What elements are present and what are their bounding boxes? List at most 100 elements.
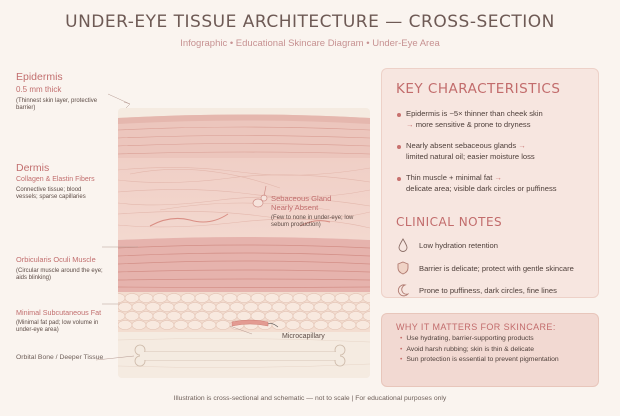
fat-cell bbox=[194, 293, 210, 303]
label-dermis: Dermis bbox=[16, 162, 50, 174]
fat-cell bbox=[334, 293, 350, 303]
fat-cell bbox=[180, 293, 196, 303]
fat-cell bbox=[271, 302, 287, 312]
why-item: Avoid harsh rubbing; skin is thin & deli… bbox=[400, 345, 559, 356]
fat-cell bbox=[348, 311, 364, 321]
fat-cell bbox=[118, 293, 126, 303]
fat-cell bbox=[355, 302, 370, 312]
key-item-detail: delicate area; visible dark circles or p… bbox=[406, 183, 557, 193]
fat-cell bbox=[313, 302, 329, 312]
key-characteristics-panel: KEY CHARACTERISTICS Epidermis is ~5× thi… bbox=[381, 68, 599, 298]
key-item: Nearly absent sebaceous glands →limited … bbox=[397, 141, 586, 162]
page-title: UNDER-EYE TISSUE ARCHITECTURE — CROSS-SE… bbox=[65, 12, 555, 32]
fat-cell bbox=[250, 293, 266, 303]
fat-cell bbox=[313, 320, 329, 330]
fat-cell bbox=[327, 302, 343, 312]
droplet-icon bbox=[398, 238, 408, 252]
fat-cell bbox=[152, 293, 168, 303]
fat-cell bbox=[271, 320, 287, 330]
label-fat: Minimal Subcutaneous Fat bbox=[16, 308, 102, 317]
key-item-text: Thin muscle + minimal fat bbox=[406, 173, 493, 182]
label-sebaceous-desc: (Few to none in under-eye; low sebum pro… bbox=[271, 215, 354, 229]
fat-cell bbox=[124, 311, 140, 321]
label-dermis-desc: Connective tissue; blood vessels; sparse… bbox=[16, 187, 86, 201]
fat-cell bbox=[201, 320, 217, 330]
fat-cell bbox=[159, 320, 175, 330]
label-muscle: Orbicularis Oculi Muscle bbox=[16, 255, 96, 264]
fat-cell bbox=[320, 293, 336, 303]
fat-cell bbox=[243, 302, 259, 312]
fat-cell bbox=[180, 311, 196, 321]
fat-cell bbox=[131, 302, 147, 312]
fat-cell bbox=[173, 320, 189, 330]
orbital-bone-icon bbox=[134, 344, 346, 367]
label-epidermis-desc: (Thinnest skin layer, protective barrier… bbox=[16, 98, 98, 112]
fat-cell bbox=[264, 293, 280, 303]
fat-cell bbox=[320, 311, 336, 321]
fat-cell bbox=[208, 311, 224, 321]
fat-cell bbox=[145, 302, 161, 312]
fat-cell bbox=[173, 302, 189, 312]
fat-cell bbox=[159, 302, 175, 312]
why-it-matters-panel: WHY IT MATTERS FOR SKINCARE: Use hydrati… bbox=[381, 313, 599, 387]
fat-cell bbox=[334, 311, 350, 321]
fat-cell bbox=[166, 293, 182, 303]
fat-cell bbox=[292, 293, 308, 303]
fat-cell bbox=[215, 302, 231, 312]
footer-note: Illustration is cross-sectional and sche… bbox=[173, 395, 447, 402]
fat-cell bbox=[327, 320, 343, 330]
fat-cell bbox=[187, 320, 203, 330]
fat-cell bbox=[341, 320, 357, 330]
label-microcapillary: Microcapillary bbox=[282, 333, 325, 340]
fat-cell bbox=[118, 311, 126, 321]
fat-cell bbox=[138, 293, 154, 303]
fat-cell bbox=[208, 293, 224, 303]
fat-cell bbox=[229, 302, 245, 312]
collagen-fibers bbox=[118, 167, 370, 229]
sebaceous-gland-icon bbox=[252, 185, 268, 208]
fat-cell bbox=[118, 320, 133, 330]
key-item-text: Nearly absent sebaceous glands bbox=[406, 141, 517, 150]
fat-cell bbox=[250, 311, 266, 321]
leader-lines bbox=[95, 93, 253, 361]
label-epidermis-thickness: 0.5 mm thick bbox=[16, 85, 62, 94]
key-item-text: Epidermis is ~5× thinner than cheek skin bbox=[406, 109, 543, 118]
label-fat-desc: (Minimal fat pad; low volume in under-ey… bbox=[16, 320, 99, 334]
fat-cell bbox=[306, 293, 322, 303]
fat-cell bbox=[278, 311, 294, 321]
fat-cell bbox=[306, 311, 322, 321]
fat-cell bbox=[292, 311, 308, 321]
fat-cell bbox=[194, 311, 210, 321]
fat-cell bbox=[131, 320, 147, 330]
fat-cell bbox=[362, 311, 370, 321]
clinical-note-text: Prone to puffiness, dark circles, fine l… bbox=[419, 286, 557, 295]
why-item: Sun protection is essential to prevent p… bbox=[400, 355, 558, 366]
fat-cell bbox=[278, 293, 294, 303]
fat-cell bbox=[355, 320, 370, 330]
epidermis-layer bbox=[118, 114, 370, 158]
page-subtitle: Infographic • Educational Skincare Diagr… bbox=[180, 38, 440, 49]
fat-cell bbox=[222, 293, 238, 303]
fat-cell bbox=[257, 302, 273, 312]
fat-cell bbox=[152, 311, 168, 321]
key-heading: KEY CHARACTERISTICS bbox=[396, 81, 561, 97]
clinical-note-text: Barrier is delicate; protect with gentle… bbox=[419, 264, 574, 273]
label-bone: Orbital Bone / Deeper Tissue bbox=[16, 354, 104, 361]
fat-cell bbox=[215, 320, 231, 330]
fat-cell bbox=[201, 302, 217, 312]
fat-cell bbox=[362, 293, 370, 303]
muscle-layer bbox=[118, 237, 370, 295]
moon-icon bbox=[397, 284, 409, 297]
fat-cell bbox=[138, 311, 154, 321]
label-sebaceous: Sebaceous Gland Nearly Absent bbox=[271, 194, 332, 213]
fat-cell bbox=[145, 320, 161, 330]
key-item: Thin muscle + minimal fat →delicate area… bbox=[397, 173, 586, 194]
shield-icon bbox=[397, 261, 409, 275]
microcapillary-vessel bbox=[231, 319, 279, 328]
key-item-detail: more sensitive & prone to dryness bbox=[415, 119, 531, 129]
fat-cell bbox=[264, 311, 280, 321]
fat-cell bbox=[299, 302, 315, 312]
fat-cell bbox=[341, 302, 357, 312]
fat-cell bbox=[236, 311, 252, 321]
